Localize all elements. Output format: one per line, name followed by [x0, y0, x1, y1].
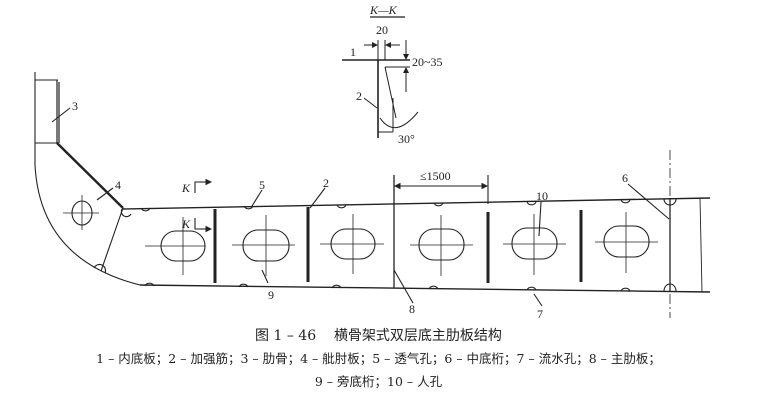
figure-number: 图 1 – 46 — [255, 328, 317, 344]
section-label-2: 2 — [356, 89, 362, 103]
dim-width-label: 20 — [376, 23, 388, 37]
angle-label: 30° — [398, 132, 415, 146]
figure-caption: 图 1 – 46 横骨架式双层底主肋板结构 — [0, 325, 757, 345]
section-marker-top: K — [181, 181, 191, 195]
manholes: 10 — [145, 189, 658, 276]
spacing-dim-label: ≤1500 — [420, 169, 451, 183]
legend-line-2: 9 – 旁底桁；10 – 人孔 — [314, 374, 443, 389]
section-marker-bottom: K — [181, 217, 191, 231]
callout-8: 9 — [268, 288, 274, 302]
callout-10: 10 — [536, 189, 548, 203]
section-label-1: 1 — [350, 45, 356, 59]
callout-2: 2 — [323, 176, 329, 190]
callout-7: 7 — [537, 307, 543, 321]
main-view: 3 4 8 ≤1500 6 — [34, 72, 711, 321]
dim-height-label: 20~35 — [412, 55, 443, 69]
section-title: K—K — [369, 3, 398, 17]
callout-3: 3 — [72, 99, 78, 113]
callout-9: 8 — [409, 302, 415, 316]
figure-title: 横骨架式双层底主肋板结构 — [333, 328, 502, 344]
callout-4: 4 — [115, 178, 121, 192]
callout-5: 5 — [259, 178, 265, 192]
callout-6: 6 — [622, 171, 628, 185]
section-view-kk: K—K 20 1 20~35 2 30° — [342, 3, 443, 146]
legend-line-1: 1 – 内底板；2 – 加强筋；3 – 肋骨；4 – 舭肘板；5 – 透气孔；6… — [96, 351, 661, 366]
